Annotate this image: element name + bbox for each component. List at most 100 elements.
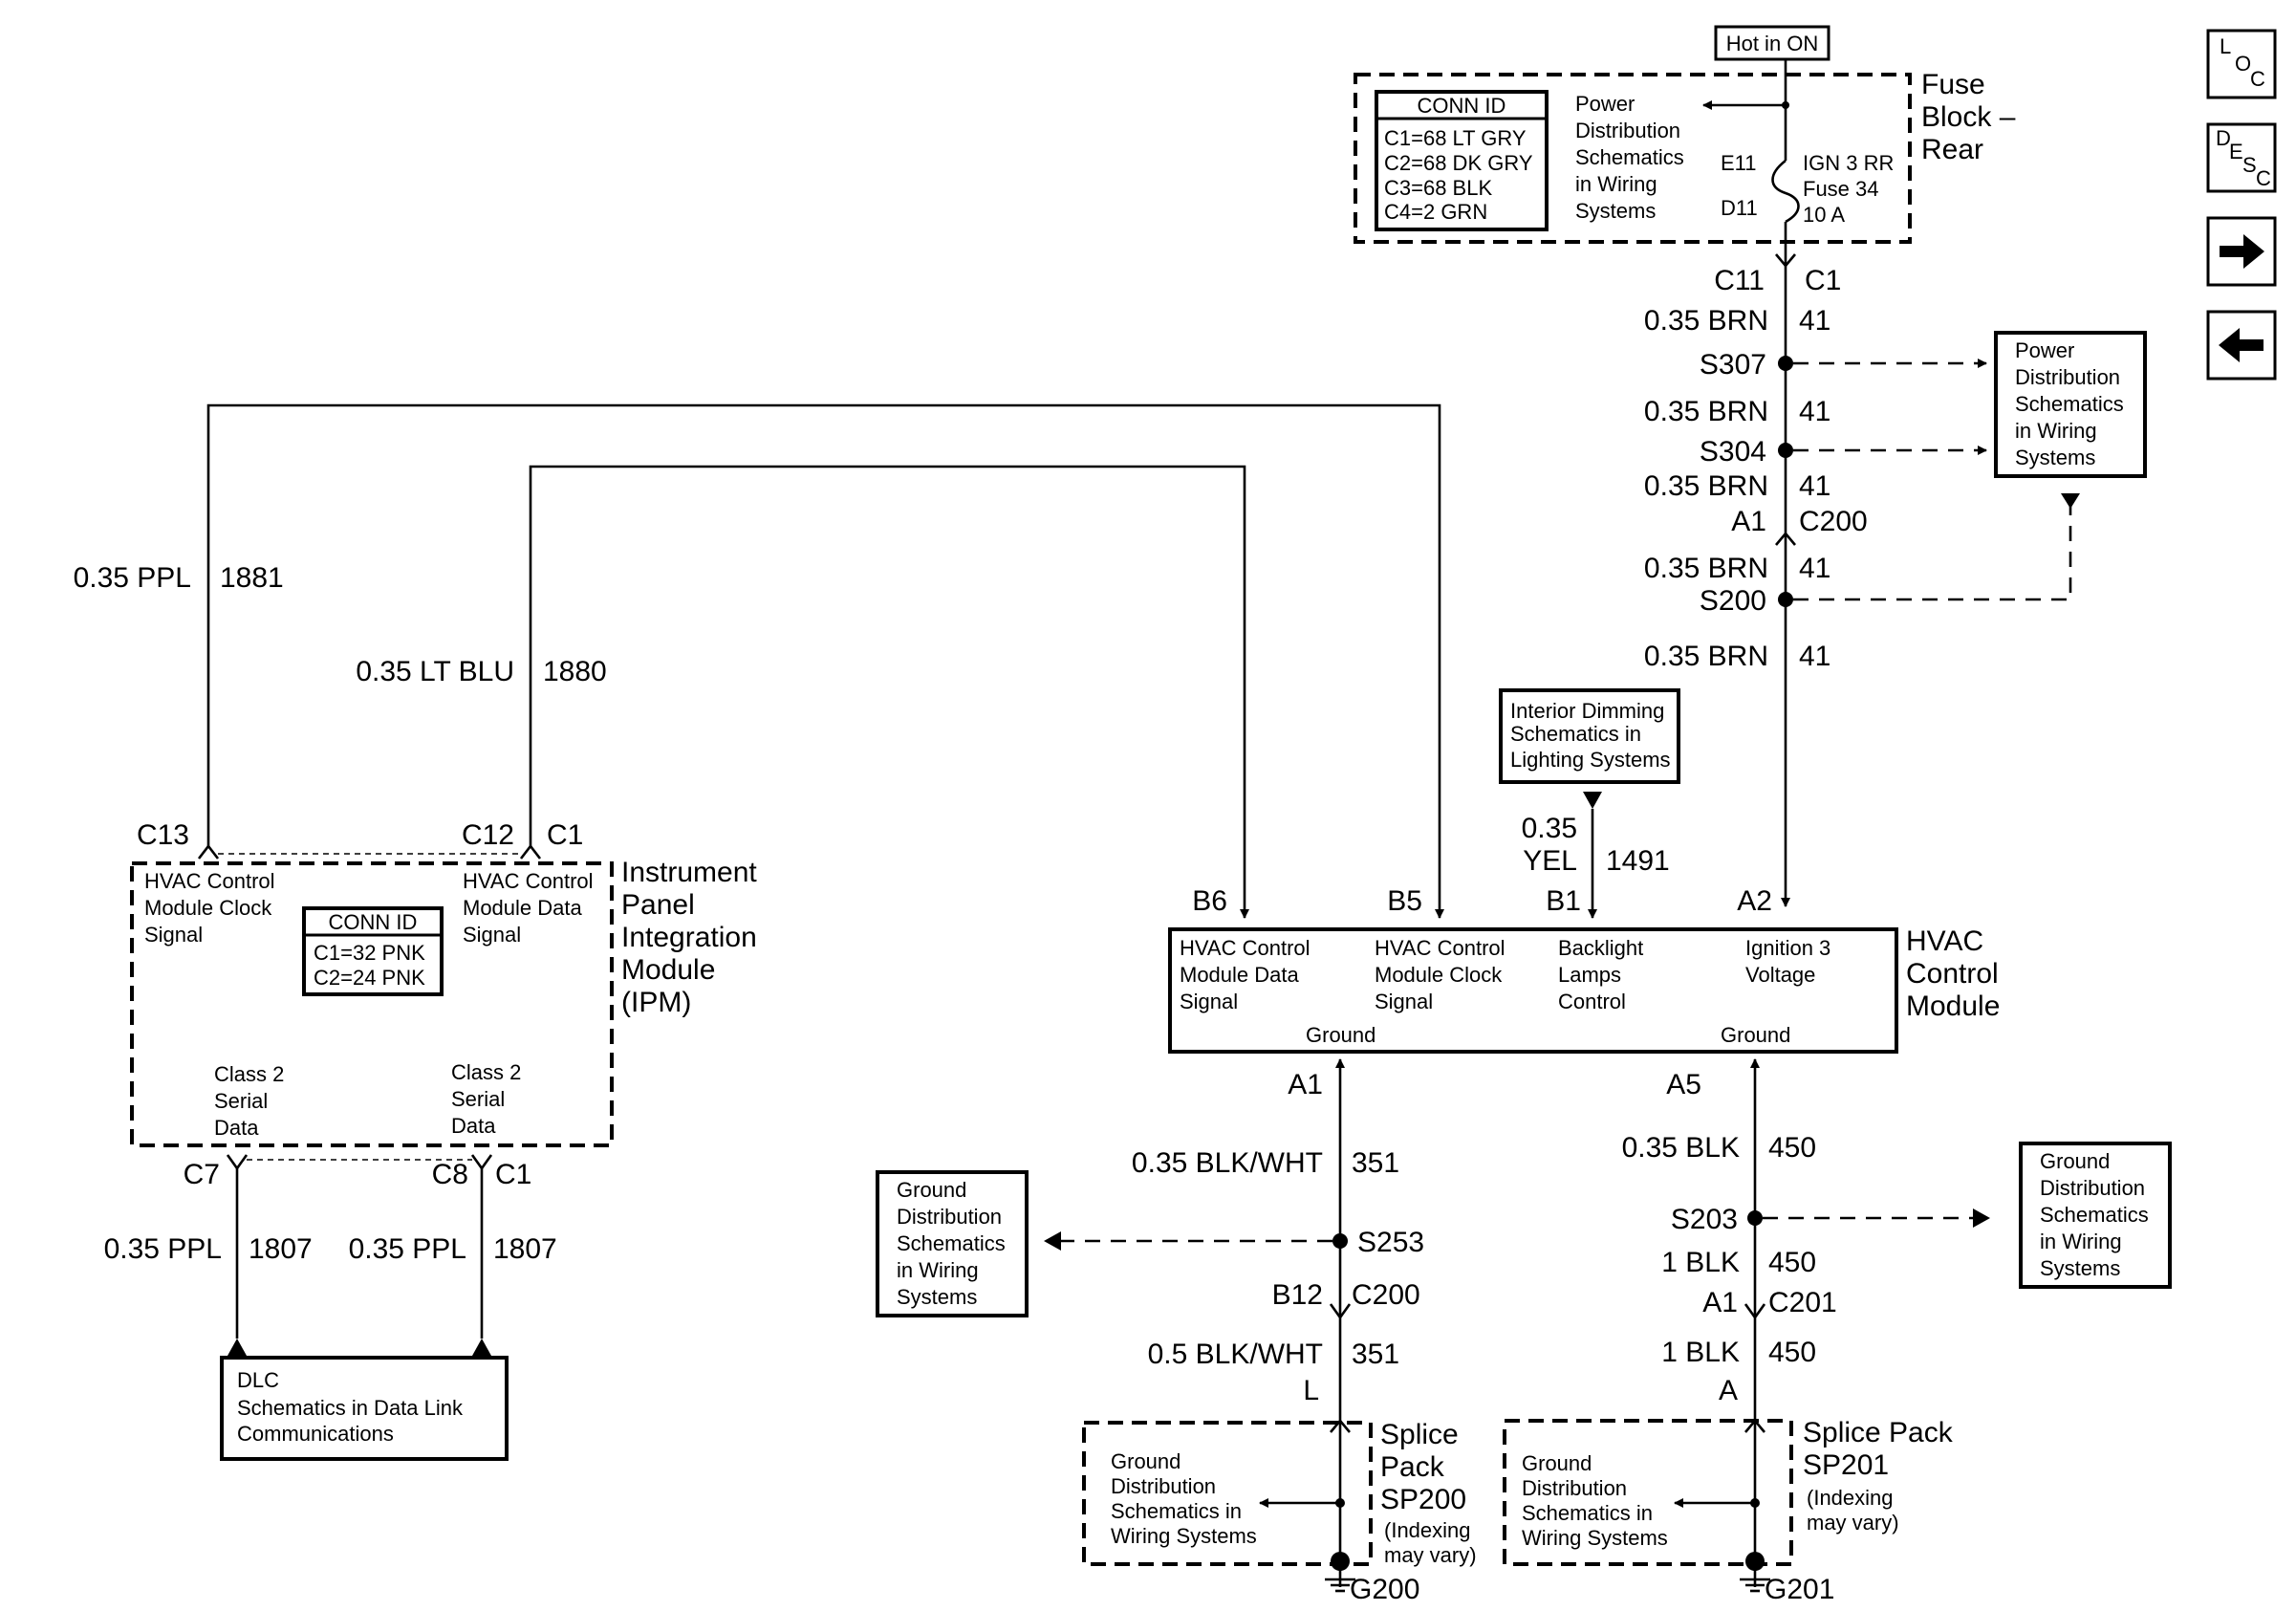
pin-description: Ignition 3 [1745, 936, 1830, 960]
connector-icon [1744, 1303, 1766, 1320]
dlc-ref[interactable]: DLC Schematics in Data Link Communicatio… [220, 1356, 509, 1461]
schematic-ref: Schematics [1575, 145, 1684, 169]
hvac-control-module: B6 B5 B1 A2 HVAC Control Module HVAC Con… [1168, 885, 2000, 1100]
svg-text:Ground: Ground [2040, 1149, 2110, 1173]
pin-label: A5 [1666, 1069, 1701, 1100]
fuse-block-title: Fuse [1921, 69, 1985, 100]
splice-s307 [1778, 356, 1793, 371]
svg-text:DLC: DLC [237, 1368, 279, 1392]
circuit-label: 1807 [493, 1233, 557, 1265]
desc-button[interactable]: D E S C [2206, 122, 2277, 193]
conn-id-header: CONN ID [1418, 94, 1506, 118]
interior-dimming-ref[interactable]: Interior Dimming Schematics in Lighting … [1499, 688, 1680, 784]
splice-label: S304 [1700, 436, 1766, 468]
wire-yel-1491: 0.35 YEL 1491 [1522, 792, 1670, 919]
pin-description: Signal [1375, 990, 1433, 1013]
wire-label: 0.35 BLK [1622, 1132, 1740, 1164]
connector-label: C201 [1768, 1287, 1837, 1318]
connector-label: A [1719, 1375, 1738, 1406]
circuit-label: 41 [1799, 553, 1830, 584]
pin-label: B5 [1387, 885, 1422, 917]
wire-brn-41: C11 C1 0.35 BRN 41 S307 0.35 BRN 41 S304… [1644, 241, 2080, 907]
connector-icon [1775, 531, 1796, 546]
wire-label: 0.35 BRN [1644, 470, 1768, 502]
pin-label: A1 [1288, 1069, 1323, 1100]
fuse-block-title: Block – [1921, 101, 2016, 133]
wire-label: 0.35 PPL [349, 1233, 466, 1265]
wire-label: 0.5 BLK/WHT [1148, 1339, 1323, 1370]
splice-pack-title: SP201 [1803, 1449, 1889, 1481]
ground-distribution-ref-left[interactable]: Ground Distribution Schematics in Wiring… [876, 1170, 1029, 1317]
previous-page-button[interactable] [2206, 310, 2277, 381]
connector-icon [1744, 1418, 1765, 1433]
svg-text:may vary): may vary) [1807, 1511, 1899, 1535]
splice-pack-sp201: Ground Distribution Schematics in Wiring… [1503, 1417, 1954, 1605]
pin-description: Lamps [1558, 963, 1621, 987]
svg-text:Ground: Ground [897, 1178, 966, 1202]
connector-icon [226, 1154, 249, 1171]
svg-text:may vary): may vary) [1384, 1543, 1477, 1567]
pin-label: E11 [1721, 151, 1757, 175]
circuit-label: 1880 [543, 656, 607, 687]
pin-description: Module Data [1180, 963, 1300, 987]
pin-description: HVAC Control [463, 869, 594, 893]
svg-text:Distribution: Distribution [2040, 1176, 2145, 1200]
fuse-block-rear: Fuse Block – Rear CONN ID C1=68 LT GRY C… [1354, 59, 2016, 244]
circuit-label: 41 [1799, 396, 1830, 427]
connector-label: A1 [1731, 506, 1766, 537]
svg-text:Lighting Systems: Lighting Systems [1510, 748, 1671, 772]
connector-icon [1329, 1303, 1352, 1320]
connector-label: C12 [462, 819, 514, 851]
schematic-ref: Systems [1575, 199, 1656, 223]
module-title: Module [621, 954, 715, 986]
splice-label: S253 [1357, 1227, 1424, 1258]
module-title: Module [1906, 991, 2000, 1022]
power-distribution-ref[interactable]: Power Distribution Schematics in Wiring … [1994, 331, 2147, 478]
pin-description: Module Data [463, 896, 583, 920]
pin-description: Control [1558, 990, 1626, 1013]
schematic-ref: Distribution [1575, 119, 1680, 142]
pin-description: HVAC Control [144, 869, 275, 893]
ground-icon [1325, 1578, 1355, 1593]
svg-text:Schematics: Schematics [2040, 1203, 2149, 1227]
svg-text:Hot in ON: Hot in ON [1726, 32, 1819, 55]
pin-description: Backlight [1558, 936, 1643, 960]
circuit-label: 450 [1768, 1247, 1816, 1278]
module-title: Panel [621, 889, 695, 921]
instrument-panel-integration-module: C13 C12 C1 Instrument Panel Integration … [130, 819, 757, 1190]
module-title: HVAC [1906, 925, 1983, 957]
wire-ppl-1881: 0.35 PPL 1881 [74, 403, 1444, 919]
wire-blkwht-351: 0.35 BLK/WHT 351 S253 B12 C200 0.5 BLK/W… [1044, 1058, 1424, 1587]
pin-label: B1 [1546, 885, 1581, 917]
conn-id-entry: C1=32 PNK [314, 941, 425, 965]
svg-text:in Wiring: in Wiring [2015, 419, 2097, 443]
connector-label: C11 [1714, 265, 1765, 296]
desc-letter: E [2229, 140, 2243, 163]
pin-description: Module Clock [144, 896, 272, 920]
circuit-label: 450 [1768, 1132, 1816, 1164]
svg-text:Wiring Systems: Wiring Systems [1522, 1526, 1668, 1550]
connector-label: C1 [547, 819, 583, 851]
conn-id-entry: C4=2 GRN [1384, 200, 1487, 224]
ground-label: G200 [1350, 1574, 1419, 1605]
pin-description: Data [214, 1116, 259, 1140]
splice-s203 [1747, 1210, 1763, 1226]
fuse-label: Fuse 34 [1803, 177, 1879, 201]
conn-id-entry: C1=68 LT GRY [1384, 126, 1527, 150]
pin-description: Signal [144, 923, 203, 947]
pin-description: Ground [1721, 1023, 1790, 1047]
loc-button[interactable]: L O C [2206, 29, 2277, 99]
circuit-label: 1881 [220, 562, 284, 594]
wire-label: 0.35 BLK/WHT [1132, 1147, 1323, 1179]
splice-pack-sp200: Ground Distribution Schematics in Wiring… [1082, 1418, 1477, 1605]
pin-description: Voltage [1745, 963, 1815, 987]
splice-s200 [1778, 592, 1793, 607]
circuit-label: 351 [1352, 1147, 1399, 1179]
wire-label: YEL [1523, 845, 1577, 877]
ground-distribution-ref-right[interactable]: Ground Distribution Schematics in Wiring… [2019, 1142, 2172, 1289]
wire-ltblu-1880: 0.35 LT BLU 1880 [356, 465, 1249, 919]
wire-ppl-1807: 0.35 PPL 1807 0.35 PPL 1807 [104, 1168, 557, 1356]
next-page-button[interactable] [2206, 216, 2277, 287]
connector-icon [1775, 253, 1796, 269]
splice-label: S307 [1700, 349, 1766, 381]
